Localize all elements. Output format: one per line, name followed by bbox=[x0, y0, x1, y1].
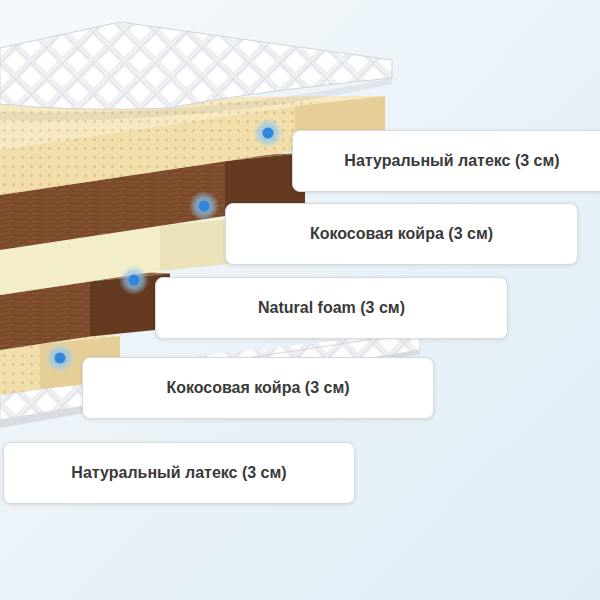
layer-label: Кокосовая койра (3 см) bbox=[310, 225, 493, 243]
layer-label: Кокосовая койра (3 см) bbox=[166, 379, 349, 397]
layer-label: Natural foam (3 см) bbox=[258, 299, 405, 317]
callout-box: Натуральный латекс (3 см) bbox=[3, 442, 355, 504]
layer-label: Натуральный латекс (3 см) bbox=[71, 464, 286, 482]
layer-label: Натуральный латекс (3 см) bbox=[344, 152, 559, 170]
callout-box: Natural foam (3 см) bbox=[155, 277, 508, 339]
top-cover bbox=[0, 22, 392, 121]
callout-box: Кокосовая койра (3 см) bbox=[225, 203, 578, 265]
bottom-cover bbox=[0, 326, 470, 428]
callout-box: Кокосовая койра (3 см) bbox=[82, 357, 434, 419]
callout-box: Натуральный латекс (3 см) bbox=[292, 130, 600, 192]
